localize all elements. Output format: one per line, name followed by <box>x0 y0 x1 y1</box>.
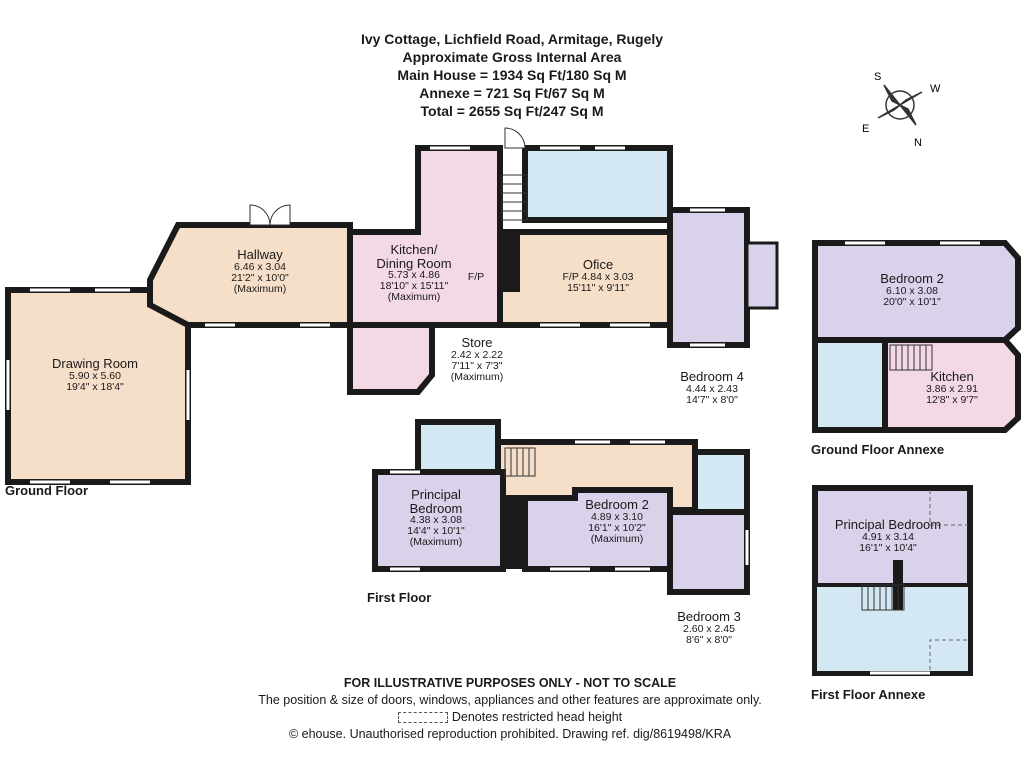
room-name: Bedroom 2 <box>585 497 649 512</box>
first-floor-title: First Floor <box>367 590 432 605</box>
total-area: Total = 2655 Sq Ft/247 Sq M <box>420 103 604 119</box>
room-annexe-kitchen: Kitchen 3.86 x 2.91 12'8" x 9'7" <box>926 370 978 406</box>
room-name: Drawing Room <box>52 356 138 371</box>
room-imperial: 8'6" x 8'0" <box>686 633 732 646</box>
annexe-area: Annexe = 721 Sq Ft/67 Sq M <box>419 85 605 101</box>
ground-floor-annexe-title: Ground Floor Annexe <box>811 442 945 457</box>
store-area <box>347 322 435 395</box>
restricted-text: Denotes restricted head height <box>451 710 623 724</box>
front-door <box>504 127 526 149</box>
main-house-area: Main House = 1934 Sq Ft/180 Sq M <box>397 67 627 83</box>
room-metric: 3.86 x 2.91 <box>926 382 978 395</box>
fireplace-label: F/P <box>467 271 485 283</box>
address-title: Ivy Cottage, Lichfield Road, Armitage, R… <box>360 31 664 47</box>
room-drawing-room: Drawing Room 5.90 x 5.60 19'4" x 18'4" <box>52 357 138 393</box>
compass-s: S <box>874 71 881 83</box>
copyright: © ehouse. Unauthorised reproduction proh… <box>288 727 732 741</box>
bedroom3-area <box>667 509 750 595</box>
chimney-block-first <box>503 498 525 569</box>
chimney-block-ground <box>500 232 520 292</box>
ground-floor-title: Ground Floor <box>5 483 89 498</box>
room-imperial: 15'11" x 9'11" <box>567 281 629 294</box>
room-bedroom3: Bedroom 3 2.60 x 2.45 8'6" x 8'0" <box>677 610 741 646</box>
room-annexe-bedroom2: Bedroom 2 6.10 x 3.08 20'0" x 10'1" <box>880 272 944 308</box>
stairs-first <box>504 447 536 477</box>
approximate-note: The position & size of doors, windows, a… <box>258 693 762 707</box>
room-imperial: 14'7" x 8'0" <box>686 393 738 406</box>
restricted-swatch <box>397 712 448 724</box>
fp-text: F/P <box>467 271 485 283</box>
room-metric: 4.44 x 2.43 <box>686 382 738 395</box>
room-name: Principal Bedroom <box>834 517 942 532</box>
room-name: Bedroom 3 <box>677 609 741 624</box>
area-title: Approximate Gross Internal Area <box>402 49 622 65</box>
disclaimer: FOR ILLUSTRATIVE PURPOSES ONLY - NOT TO … <box>343 676 677 690</box>
room-note: (Maximum) <box>387 291 441 304</box>
room-name: Kitchen <box>930 369 974 384</box>
room-note: (Maximum) <box>233 282 287 295</box>
bedroom4-area <box>667 207 750 348</box>
room-imperial: 16'1" x 10'4" <box>859 541 917 554</box>
room-principal-bedroom: Principal Bedroom 4.38 x 3.08 14'4" x 10… <box>407 488 465 548</box>
first-bathroom-area <box>415 419 501 475</box>
annexe-bathroom-area <box>812 337 888 433</box>
compass-icon <box>877 84 923 126</box>
bedroom4-bay <box>745 241 779 310</box>
room-name: Bedroom 2 <box>880 271 944 286</box>
room-imperial: 7'11" x 7'3" <box>451 359 503 372</box>
room-note: (Maximum) <box>409 536 463 549</box>
room-hallway: Hallway 6.46 x 3.04 21'2" x 10'0" (Maxim… <box>231 248 289 295</box>
stairs-annexe-ground <box>889 344 933 371</box>
stairs-ground <box>501 174 528 221</box>
room-bedroom2: Bedroom 2 4.89 x 3.10 16'1" x 10'2" (Max… <box>585 498 649 545</box>
restricted-legend: Denotes restricted head height <box>180 708 840 726</box>
room-imperial: 21'2" x 10'0" <box>231 271 289 284</box>
room-metric: 6.10 x 3.08 <box>886 284 938 297</box>
room-metric: 4.38 x 3.08 <box>410 514 462 527</box>
stairs-annexe-first <box>861 584 905 611</box>
room-office: Ofice F/P 4.84 x 3.03 15'11" x 9'11" <box>562 258 633 294</box>
annexe-kitchen-area <box>882 337 1021 433</box>
room-name-2: Dining Room <box>376 255 452 271</box>
room-store: Store 2.42 x 2.22 7'11" x 7'3" (Maximum) <box>451 336 504 383</box>
room-metric: 4.91 x 3.14 <box>862 530 914 543</box>
french-door-hallway <box>249 204 291 226</box>
room-note: (Maximum) <box>590 532 644 545</box>
room-imperial: 12'8" x 9'7" <box>926 393 978 406</box>
compass-w: W <box>930 83 941 95</box>
room-name: Store <box>461 335 493 350</box>
room-imperial: 20'0" x 10'1" <box>883 295 941 308</box>
room-imperial: 14'4" x 10'1" <box>407 525 465 538</box>
room-metric: F/P 4.84 x 3.03 <box>562 270 634 283</box>
room-metric: 2.42 x 2.22 <box>451 348 503 361</box>
room-metric: 4.89 x 3.10 <box>591 510 643 523</box>
room-bedroom4: Bedroom 4 4.44 x 2.43 14'7" x 8'0" <box>680 370 744 406</box>
first-floor-annexe-title: First Floor Annexe <box>811 687 926 702</box>
room-imperial: 19'4" x 18'4" <box>66 380 124 393</box>
room-name: Bedroom 4 <box>680 369 744 384</box>
room-metric: 5.90 x 5.60 <box>69 369 121 382</box>
compass-e: E <box>862 123 869 135</box>
first-wc-area <box>692 449 750 515</box>
room-imperial: 16'1" x 10'2" <box>588 521 646 534</box>
room-name: Ofice <box>582 257 614 272</box>
room-annexe-principal-bedroom: Principal Bedroom 4.91 x 3.14 16'1" x 10… <box>835 518 941 554</box>
restricted-head-height-lines <box>929 490 968 670</box>
room-metric: 2.60 x 2.45 <box>683 622 735 635</box>
compass-n: N <box>914 137 922 149</box>
room-metric: 6.46 x 3.04 <box>234 260 286 273</box>
room-metric: 5.73 x 4.86 <box>388 269 440 282</box>
room-name-1: Kitchen/ <box>390 242 438 257</box>
room-name-1: Principal <box>411 487 461 502</box>
room-name: Hallway <box>237 247 283 262</box>
room-note: (Maximum) <box>450 370 504 383</box>
office-area <box>497 229 673 328</box>
room-kitchen-dining: Kitchen/ Dining Room 5.73 x 4.86 18'10" … <box>376 243 451 303</box>
utility-area <box>522 145 673 223</box>
room-imperial: 18'10" x 15'11" <box>379 280 449 293</box>
room-name-2: Bedroom <box>409 500 463 516</box>
